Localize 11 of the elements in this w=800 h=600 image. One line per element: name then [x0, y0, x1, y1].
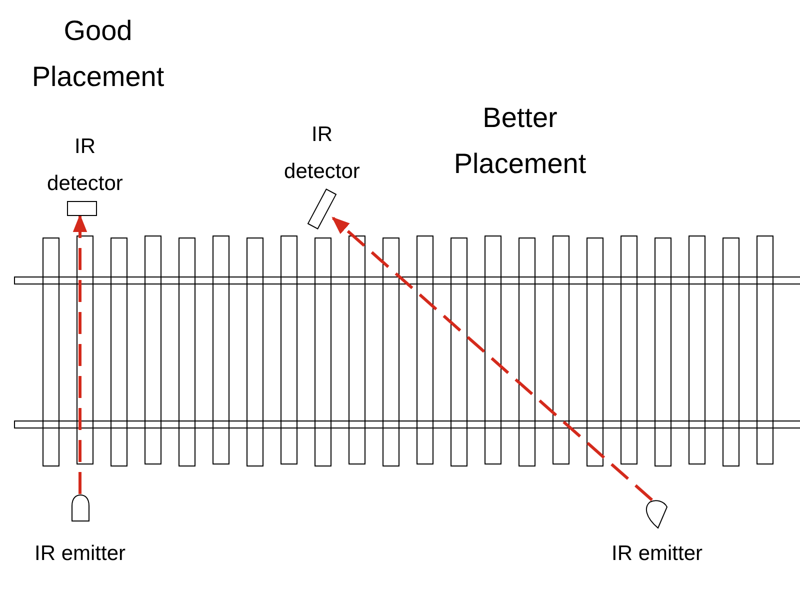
teardrop-shape [644, 499, 668, 530]
component-label: IR detector [46, 134, 124, 197]
heading-text: Good Placement [30, 14, 166, 94]
dashed-arrow [72, 214, 88, 494]
sensor-box [67, 201, 97, 216]
component-label: IR emitter [33, 541, 126, 567]
heading-text: Better Placement [452, 101, 588, 181]
dashed-arrow [332, 216, 653, 502]
component-label: IR detector [283, 122, 361, 185]
dome-shape [71, 494, 90, 522]
component-label: IR emitter [610, 541, 704, 567]
